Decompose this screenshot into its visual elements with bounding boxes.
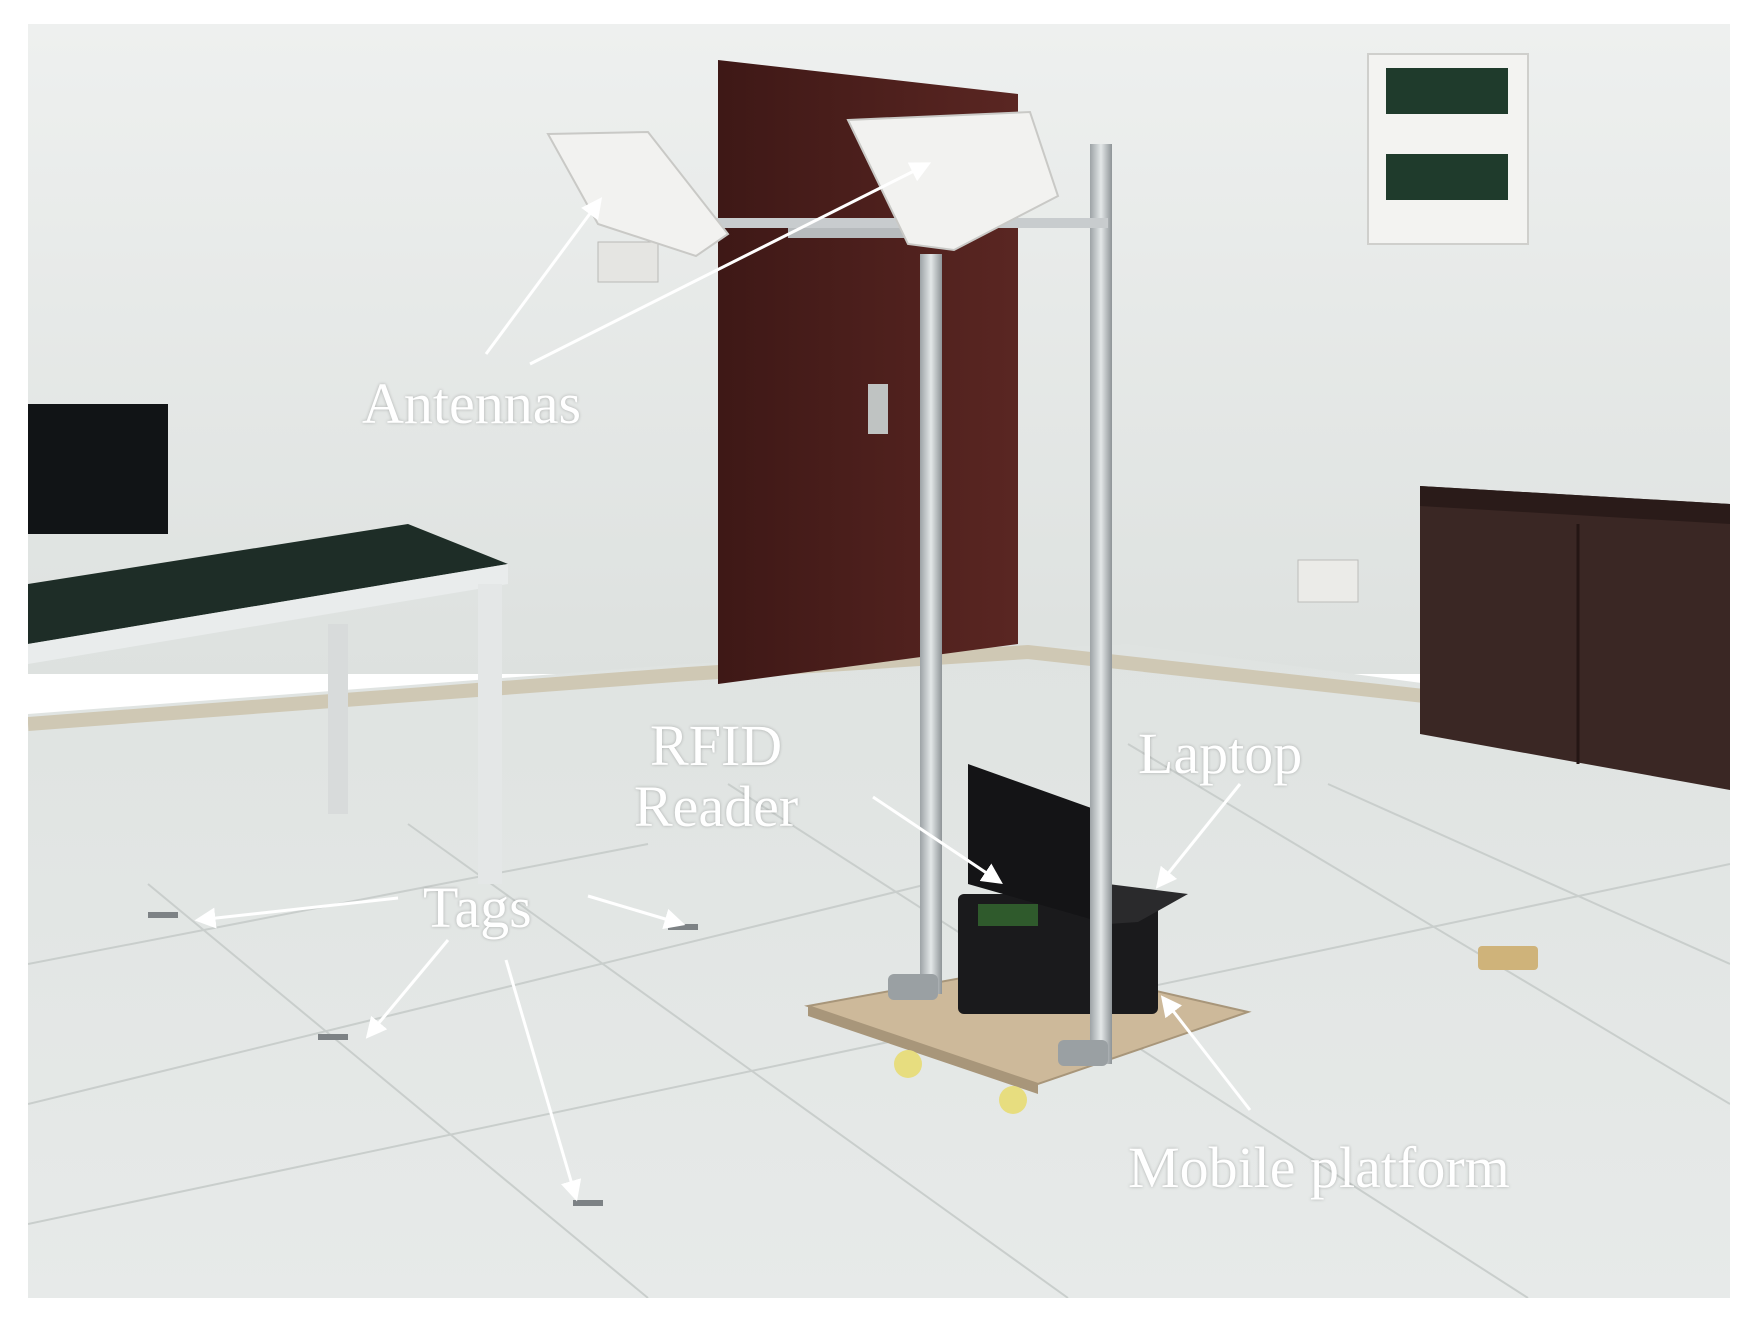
right-pole [1090, 144, 1112, 1064]
monitor [28, 404, 168, 534]
floor-tag [148, 912, 178, 918]
floor-tag [573, 1200, 603, 1206]
floor-tag [318, 1034, 348, 1040]
label-rfid-reader-line2: Reader [634, 773, 799, 839]
laptop-base [1108, 884, 1188, 924]
scene-illustration [28, 24, 1730, 1298]
desk-top [28, 524, 508, 644]
left-pole [920, 254, 942, 994]
lab-photo: Antennas RFID Reader Laptop Tags Mobile … [28, 24, 1730, 1298]
cabinet [1420, 486, 1730, 790]
wheel [999, 1086, 1027, 1114]
label-antennas: Antennas [362, 371, 582, 436]
wall-socket [1297, 559, 1359, 603]
laptop-screen [968, 764, 1108, 924]
annotation-arrows [194, 162, 1252, 1202]
label-rfid-reader-line1: RFID [650, 713, 783, 778]
door-handle [868, 384, 888, 434]
wall-switch [597, 241, 659, 283]
floor-tag [668, 924, 698, 930]
antenna-right [846, 110, 1060, 252]
label-rfid-reader: RFID Reader [634, 713, 799, 839]
floor-object [1478, 946, 1538, 970]
wheel [894, 1050, 922, 1078]
label-tags: Tags [423, 875, 532, 940]
label-laptop: Laptop [1138, 721, 1303, 786]
label-mobile-platform: Mobile platform [1128, 1135, 1510, 1200]
